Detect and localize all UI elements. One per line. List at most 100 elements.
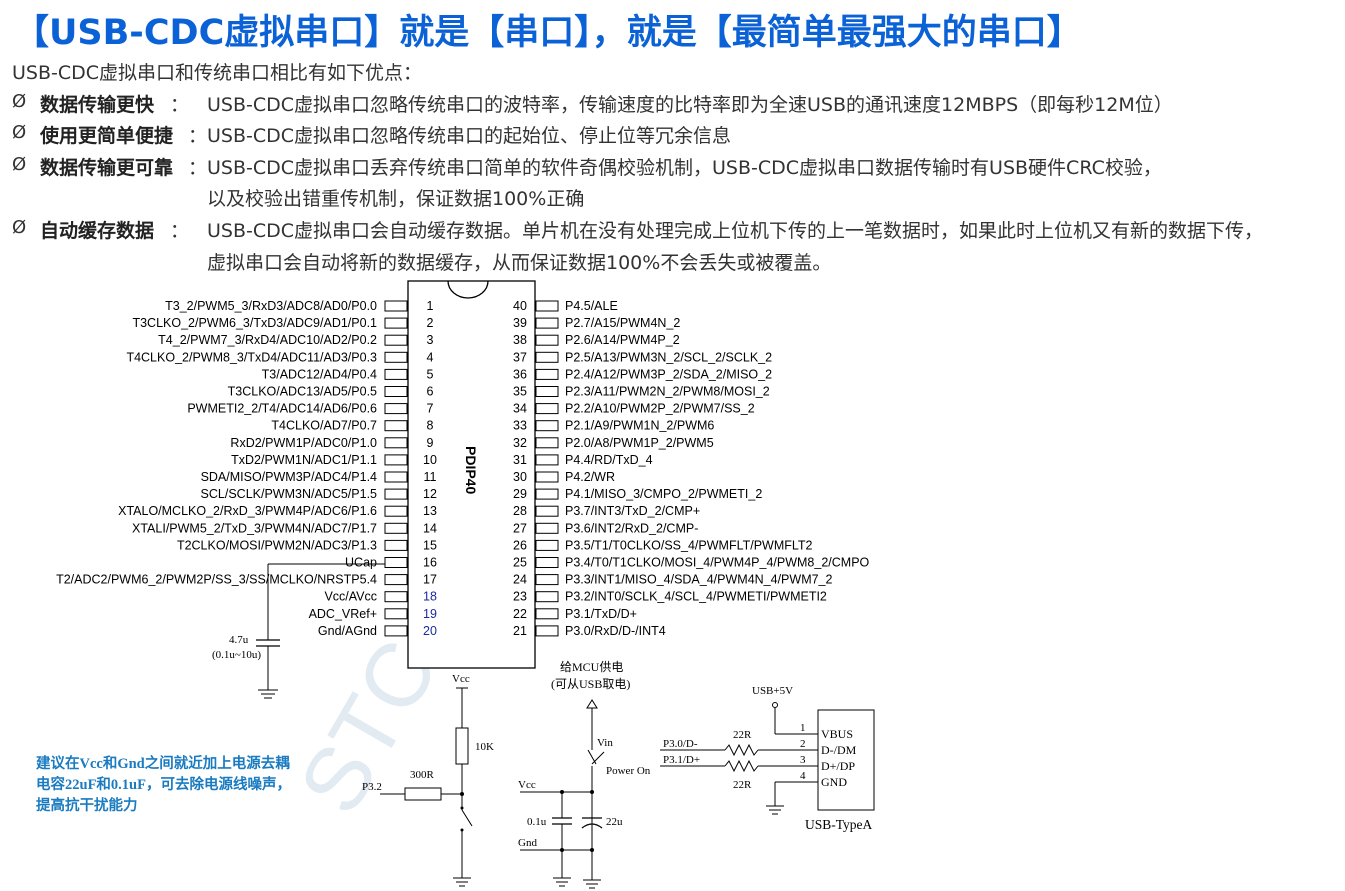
- pin-number: 23: [513, 590, 527, 604]
- chip-package-label: PDIP40: [463, 446, 479, 494]
- pin-pad: [535, 403, 559, 415]
- pin-label: T3CLKO_2/PWM6_3/TxD3/ADC9/AD1/P0.1: [132, 316, 377, 330]
- pin-pad: [384, 334, 408, 346]
- pin-number: 35: [513, 385, 527, 399]
- vin-label: Vin: [597, 737, 613, 749]
- pin-label: TxD2/PWM1N/ADC1/P1.1: [231, 453, 377, 467]
- pin-label: P4.4/RD/TxD_4: [565, 453, 653, 467]
- usb-pin-num: 3: [800, 754, 806, 766]
- pin-number: 31: [513, 453, 527, 467]
- vcc-label: Vcc: [452, 673, 470, 685]
- pin-label: P2.7/A15/PWM4N_2: [565, 316, 680, 330]
- pin-label: T2CLKO/MOSI/PWM2N/ADC3/P1.3: [177, 538, 377, 552]
- pin-number: 37: [513, 350, 527, 364]
- pin-number: 9: [427, 436, 434, 450]
- usb-circuit: [660, 702, 875, 815]
- pin-pad: [384, 351, 408, 363]
- r22-bottom-label: 22R: [733, 779, 752, 791]
- pin-pad: [535, 386, 559, 397]
- feature-sep: ：: [188, 157, 208, 179]
- pin-number: 15: [423, 538, 437, 552]
- pin-number: 33: [513, 419, 527, 433]
- pin-label: PWMETI2_2/T4/ADC14/AD6/P0.6: [187, 402, 377, 416]
- pin-pad: [384, 505, 408, 517]
- pin-label: P3.5/T1/T0CLKO/SS_4/PWMFLT/PWMFLT2: [565, 538, 813, 552]
- pin-number: 38: [513, 333, 527, 347]
- pin-number: 29: [513, 487, 527, 501]
- pin-label: T4_2/PWM7_3/RxD4/ADC10/AD2/P0.2: [158, 333, 377, 347]
- pin-number: 5: [427, 367, 434, 381]
- pin-number: 18: [423, 590, 437, 604]
- feature-sep: ：: [170, 220, 190, 242]
- pin-pad: [535, 471, 559, 483]
- p30-label: P3.0/D-: [663, 738, 698, 750]
- pin-pad: [384, 437, 408, 449]
- usb-pin-name: D+/DP: [821, 759, 855, 773]
- pin-pad: [535, 351, 559, 363]
- mcu-power-sub-label: (可从USB取电): [551, 677, 630, 691]
- pin-label: T3/ADC12/AD4/P0.4: [262, 367, 377, 381]
- feature-item: Ø: [12, 153, 26, 175]
- pin-label: Gnd/AGnd: [318, 624, 377, 638]
- pin-number: 4: [427, 350, 434, 364]
- pin-number: 7: [427, 402, 434, 416]
- pin-label: RxD2/PWM1P/ADC0/P1.0: [230, 436, 377, 450]
- pin-label: T3_2/PWM5_3/RxD3/ADC8/AD0/P0.0: [165, 299, 377, 313]
- chip-notch: [447, 280, 489, 299]
- pin-label: P4.2/WR: [565, 470, 615, 484]
- pin-pad: [384, 625, 408, 637]
- chip-pin-right: P2.5/A13/PWM3N_2/SCL_2/SCLK_2 37: [513, 350, 772, 364]
- usb-pin-numbers: 1 2 3 4: [800, 722, 806, 782]
- chip-pin-left: T2CLKO/MOSI/PWM2N/ADC3/P1.3 15: [177, 538, 437, 552]
- cap-22u-label: 22u: [606, 816, 623, 828]
- reset-circuit: [380, 687, 473, 887]
- feature-name: 使用更简单便捷: [40, 125, 174, 147]
- pin-pad: [384, 403, 408, 415]
- pin-number: 2: [427, 316, 434, 330]
- pin-label: UCap: [345, 556, 377, 570]
- feature-desc-cont: 虚拟串口会自动将新的数据缓存，从而保证数据100%不会丢失或被覆盖。: [207, 252, 832, 274]
- pin-pad: [384, 300, 408, 312]
- pin-label: P2.1/A9/PWM1N_2/PWM6: [565, 419, 714, 433]
- feature-desc-cont: 以及校验出错重传机制，保证数据100%正确: [207, 188, 585, 210]
- usb-pin-name: VBUS: [821, 727, 853, 741]
- pin-pad: [384, 539, 408, 551]
- pin-pad: [535, 488, 559, 500]
- pin-number: 34: [513, 402, 527, 416]
- pin-pad: [384, 608, 408, 620]
- pin-label: T2/ADC2/PWM6_2/PWM2P/SS_3/SS/MCLKO/NRSTP…: [56, 573, 377, 587]
- pin-number: 22: [513, 607, 527, 621]
- pin-label: P3.6/INT2/RxD_2/CMP-: [565, 521, 698, 535]
- pin-label: P2.0/A8/PWM1P_2/PWM5: [565, 436, 714, 450]
- bullet-icon: Ø: [12, 217, 27, 238]
- feature-desc: USB-CDC虚拟串口会自动缓存数据。单片机在没有处理完成上位机下传的上一笔数据…: [207, 220, 1264, 242]
- pin-pad: [384, 522, 408, 534]
- chip-pin-right: P2.7/A15/PWM4N_2 39: [513, 316, 680, 330]
- pin-pad: [384, 574, 408, 586]
- bullet-icon: Ø: [12, 154, 27, 175]
- pin-label: P3.0/RxD/D-/INT4: [565, 624, 666, 638]
- pin-number: 39: [513, 316, 527, 330]
- pin-label: XTALO/MCLKO_2/RxD_3/PWM4P/ADC6/P1.6: [118, 504, 377, 518]
- pin-label: P3.2/INT0/SCLK_4/SCL_4/PWMETI/PWMETI2: [565, 590, 827, 604]
- pin-pad: [535, 454, 559, 466]
- pin-label: P4.5/ALE: [565, 299, 618, 313]
- r22-top-label: 22R: [733, 729, 752, 741]
- usb-pin-name: D-/DM: [821, 743, 857, 757]
- pin-number: 19: [423, 607, 437, 621]
- pin-pad: [384, 557, 408, 568]
- pin-number: 8: [427, 419, 434, 433]
- pin-label: P2.5/A13/PWM3N_2/SCL_2/SCLK_2: [565, 350, 772, 364]
- pin-pad: [384, 317, 408, 329]
- pin-label: P2.6/A14/PWM4P_2: [565, 333, 680, 347]
- pin-label: XTALI/PWM5_2/TxD_3/PWM4N/ADC7/P1.7: [132, 521, 377, 535]
